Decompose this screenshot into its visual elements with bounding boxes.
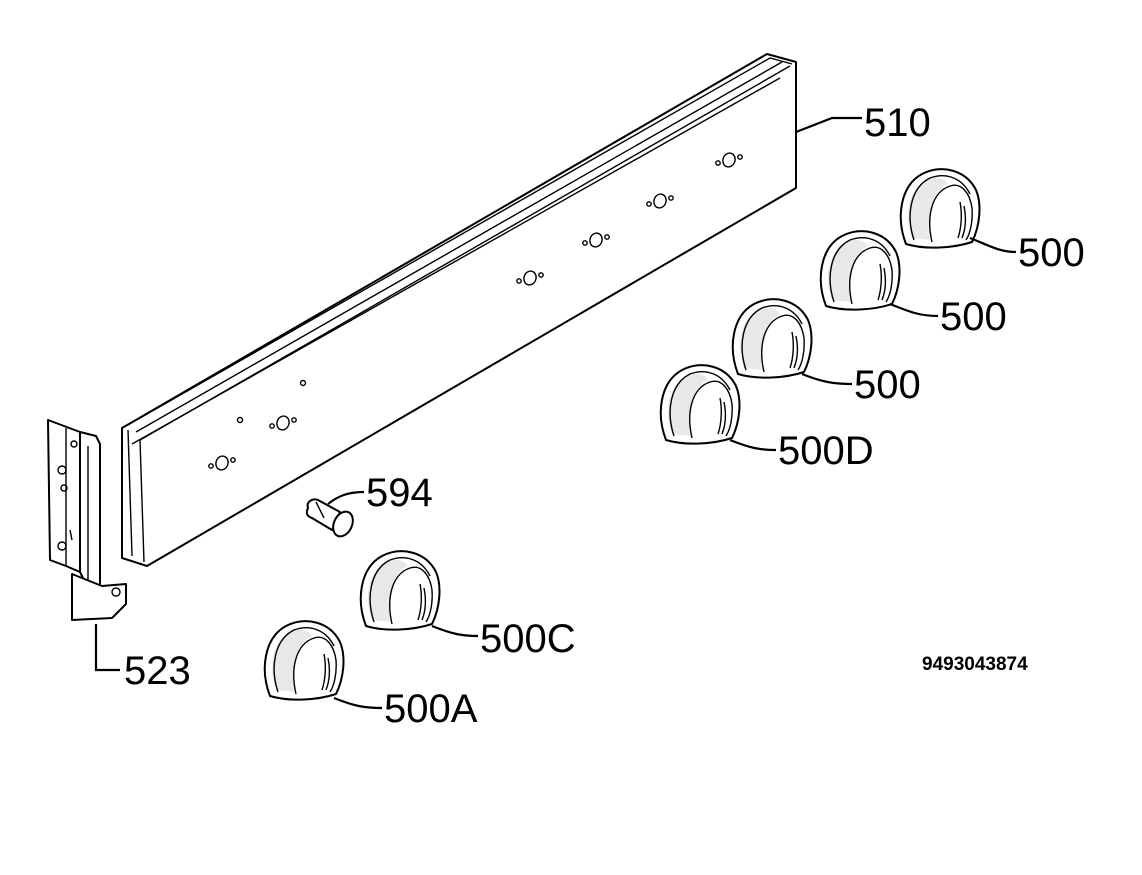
label-500-b: 500 (940, 295, 1007, 339)
leader-line-500-b (889, 302, 939, 318)
leader-line-500A (333, 696, 383, 710)
bracket-523 (47, 419, 127, 621)
leader-line-523 (94, 624, 120, 672)
knob-500-c (731, 298, 813, 379)
leader-line-500-a (969, 236, 1017, 254)
leader-line-594 (327, 490, 365, 505)
leader-line-500-c (801, 372, 853, 386)
reference-number: 9493043874 (922, 654, 1028, 675)
knob-500-b (819, 230, 901, 311)
leader-line-510 (795, 116, 862, 134)
leader-line-500D (729, 438, 777, 452)
label-500D: 500D (778, 429, 874, 473)
label-523: 523 (124, 649, 191, 693)
label-500C: 500C (480, 617, 576, 661)
knob-500D (659, 364, 741, 445)
label-510: 510 (864, 101, 931, 145)
leader-line-500C (431, 624, 479, 638)
knob-500-a (899, 168, 981, 249)
knob-500C (359, 550, 441, 631)
label-500-c: 500 (854, 363, 921, 407)
knob-500A (263, 620, 345, 701)
spindle-594 (305, 498, 354, 538)
label-594: 594 (366, 471, 433, 515)
control-panel-510 (121, 53, 797, 567)
label-500-a: 500 (1018, 231, 1085, 275)
label-500A: 500A (384, 687, 478, 731)
